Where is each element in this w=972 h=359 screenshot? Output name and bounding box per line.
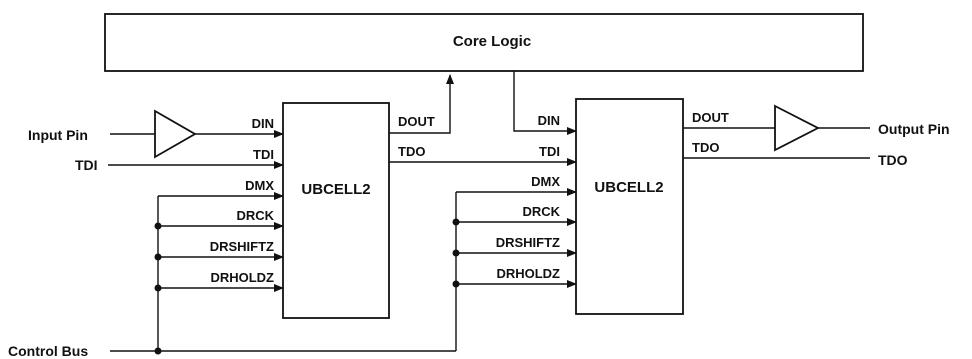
ubcell-left-title: UBCELL2: [301, 181, 370, 198]
ubcell-right: UBCELL2: [575, 98, 684, 315]
drshiftz-left-label: DRSHIFTZ: [210, 239, 274, 254]
dout-left-label: DOUT: [398, 114, 435, 129]
tdo-right-label: TDO: [692, 140, 719, 155]
core-logic-label: Core Logic: [453, 33, 531, 50]
junction-dot: [452, 218, 460, 226]
control-bus-label: Control Bus: [8, 343, 88, 359]
tdo-out-label: TDO: [878, 152, 908, 168]
input-buffer: [154, 109, 197, 159]
ubcell-left: UBCELL2: [282, 102, 390, 319]
drholdz-right-label: DRHOLDZ: [496, 266, 560, 281]
dmx-right-label: DMX: [531, 174, 560, 189]
core-logic-block: Core Logic: [104, 13, 864, 72]
tdi-in-label: TDI: [75, 157, 98, 173]
core-to-din-right-wire: [513, 71, 577, 135]
junction-dot: [452, 280, 460, 288]
dout-right-label: DOUT: [692, 110, 729, 125]
tdi-left-label: TDI: [253, 147, 274, 162]
junction-dot: [154, 347, 162, 355]
tdo-left-label: TDO: [398, 144, 425, 159]
ubcell-right-title: UBCELL2: [594, 179, 663, 196]
din-right-label: DIN: [538, 113, 560, 128]
junction-dot: [154, 284, 162, 292]
dmx-left-label: DMX: [245, 178, 274, 193]
dout-left-to-core-wire: [389, 74, 454, 134]
junction-dot: [452, 249, 460, 257]
input-pin-label: Input Pin: [28, 127, 88, 143]
drshiftz-right-label: DRSHIFTZ: [496, 235, 560, 250]
drck-right-label: DRCK: [522, 204, 560, 219]
drck-left-label: DRCK: [236, 208, 274, 223]
junction-dot: [154, 222, 162, 230]
junction-dot: [154, 253, 162, 261]
output-pin-label: Output Pin: [878, 121, 950, 137]
output-buffer: [774, 104, 820, 152]
tdi-right-label: TDI: [539, 144, 560, 159]
drholdz-left-label: DRHOLDZ: [210, 270, 274, 285]
din-left-label: DIN: [252, 116, 274, 131]
